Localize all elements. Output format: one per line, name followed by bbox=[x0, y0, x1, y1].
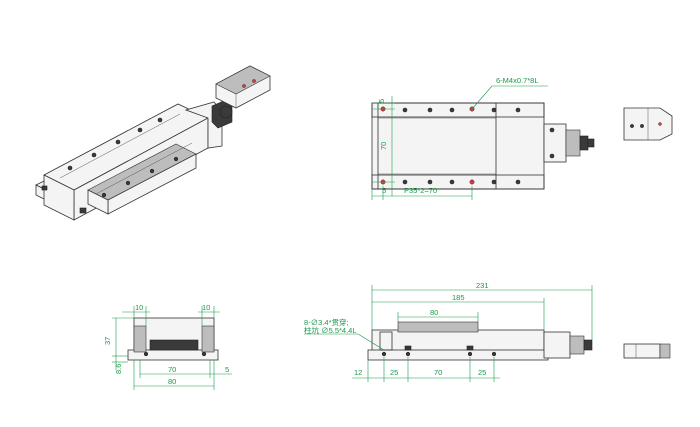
connector-side-view bbox=[623, 107, 673, 141]
top-dim-5b: 5 bbox=[382, 186, 386, 195]
top-hole-callout: 6-M4x0.7*8L bbox=[496, 76, 539, 85]
top-dim-70: 70 bbox=[379, 142, 388, 150]
end-dim-80: 80 bbox=[168, 377, 176, 386]
side-hole-callout-1: 8-∅3.4*贯穿; bbox=[304, 317, 349, 327]
side-dim-12: 12 bbox=[354, 368, 362, 377]
top-view: 6-M4x0.7*8L 5 70 5 P35*2=70 bbox=[371, 76, 595, 200]
end-dim-5: 5 bbox=[225, 365, 229, 374]
connector-end-view bbox=[623, 343, 671, 359]
end-dim-10-right: 10 bbox=[202, 303, 210, 312]
end-dim-37: 37 bbox=[103, 337, 112, 345]
top-dim-pitch: P35*2=70 bbox=[404, 186, 437, 195]
side-dim-231: 231 bbox=[476, 281, 489, 290]
top-dim-5: 5 bbox=[377, 99, 386, 103]
side-dim-80: 80 bbox=[430, 308, 438, 317]
side-dim-25a: 25 bbox=[390, 368, 398, 377]
end-view: 10 10 37 8.6 70 5 80 bbox=[103, 303, 232, 390]
side-dim-25b: 25 bbox=[478, 368, 486, 377]
isometric-view bbox=[35, 65, 271, 221]
side-dim-185: 185 bbox=[452, 293, 465, 302]
side-dim-70: 70 bbox=[434, 368, 442, 377]
side-hole-callout-2: 柱坑 ∅5.5*4.4L bbox=[304, 325, 357, 335]
end-dim-70: 70 bbox=[168, 365, 176, 374]
end-dim-10-left: 10 bbox=[135, 303, 143, 312]
side-view: 231 185 80 8-∅3.4*贯穿; 柱坑 ∅5.5*4.4L 12 25… bbox=[304, 281, 593, 382]
end-dim-8-6: 8.6 bbox=[114, 364, 123, 374]
